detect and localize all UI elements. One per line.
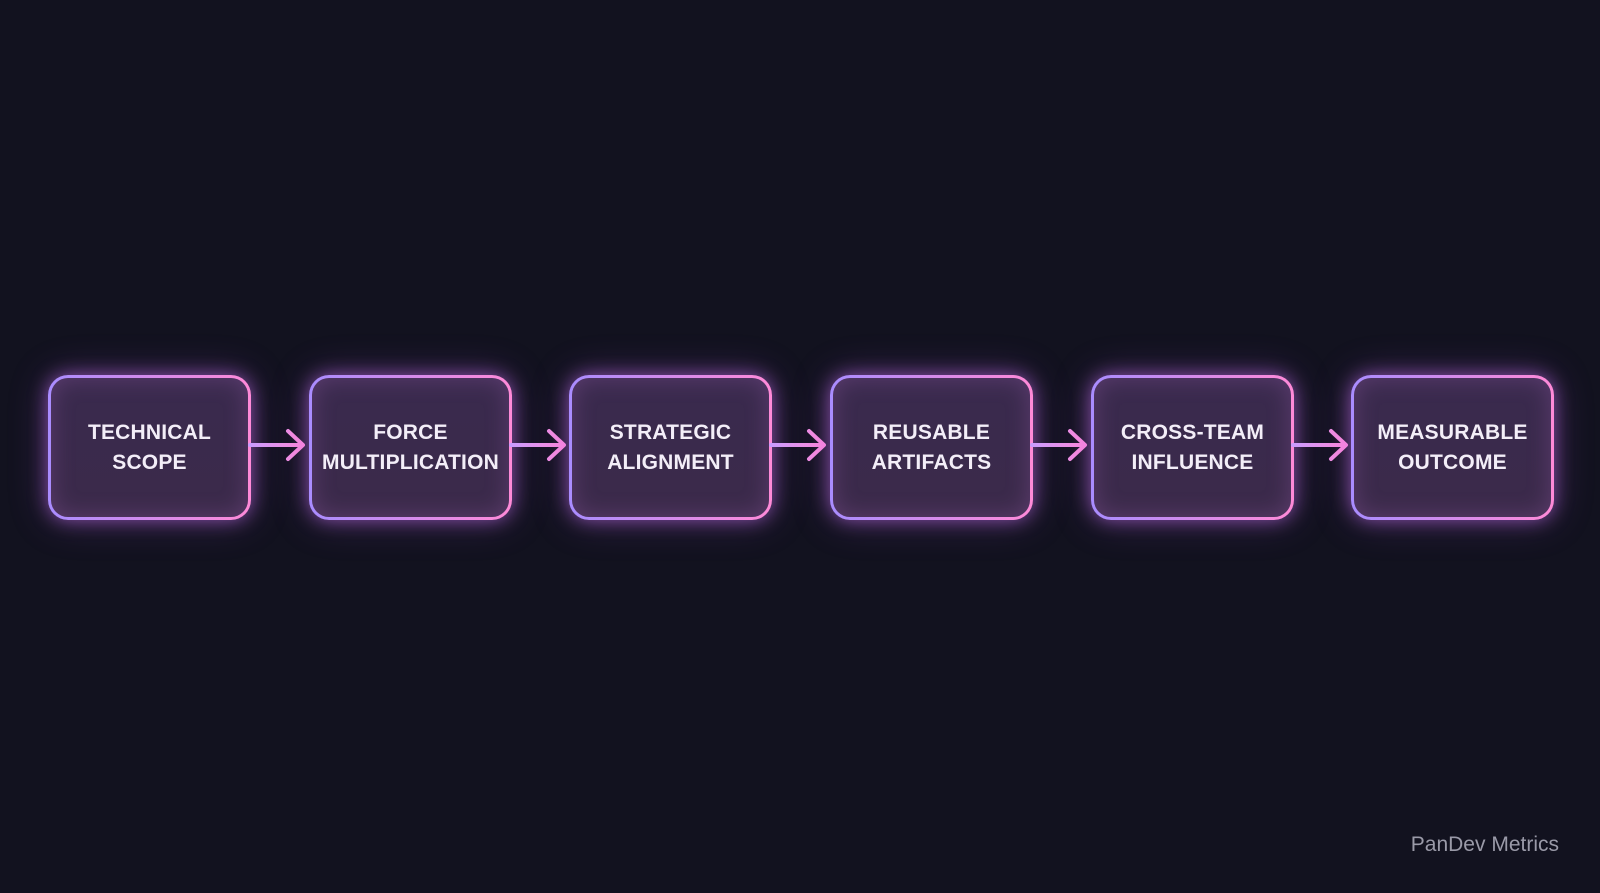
flow-diagram: TECHNICAL SCOPE FORCE MULTIPLICATION STR…	[48, 375, 1554, 518]
step-label: CROSS-TEAM INFLUENCE	[1120, 420, 1265, 474]
step-reusable-artifacts: REUSABLE ARTIFACTS	[830, 375, 1033, 520]
arrow-right-icon	[1291, 429, 1348, 461]
step-measurable-outcome: MEASURABLE OUTCOME	[1351, 375, 1554, 520]
arrow-right-icon	[509, 429, 566, 461]
step-cross-team-influence: CROSS-TEAM INFLUENCE	[1091, 375, 1294, 520]
arrow-right-icon	[1030, 429, 1087, 461]
step-label: REUSABLE ARTIFACTS	[871, 420, 992, 474]
step-strategic-alignment: STRATEGIC ALIGNMENT	[569, 375, 772, 520]
step-label: FORCE MULTIPLICATION	[322, 420, 499, 474]
arrow-right-icon	[248, 429, 305, 461]
step-technical-scope: TECHNICAL SCOPE	[48, 375, 251, 520]
watermark: PanDev Metrics	[1410, 833, 1559, 856]
step-label: MEASURABLE OUTCOME	[1377, 420, 1528, 474]
step-label: TECHNICAL SCOPE	[87, 420, 212, 474]
step-force-multiplication: FORCE MULTIPLICATION	[309, 375, 512, 520]
step-label: STRATEGIC ALIGNMENT	[607, 420, 734, 474]
arrow-right-icon	[769, 429, 826, 461]
